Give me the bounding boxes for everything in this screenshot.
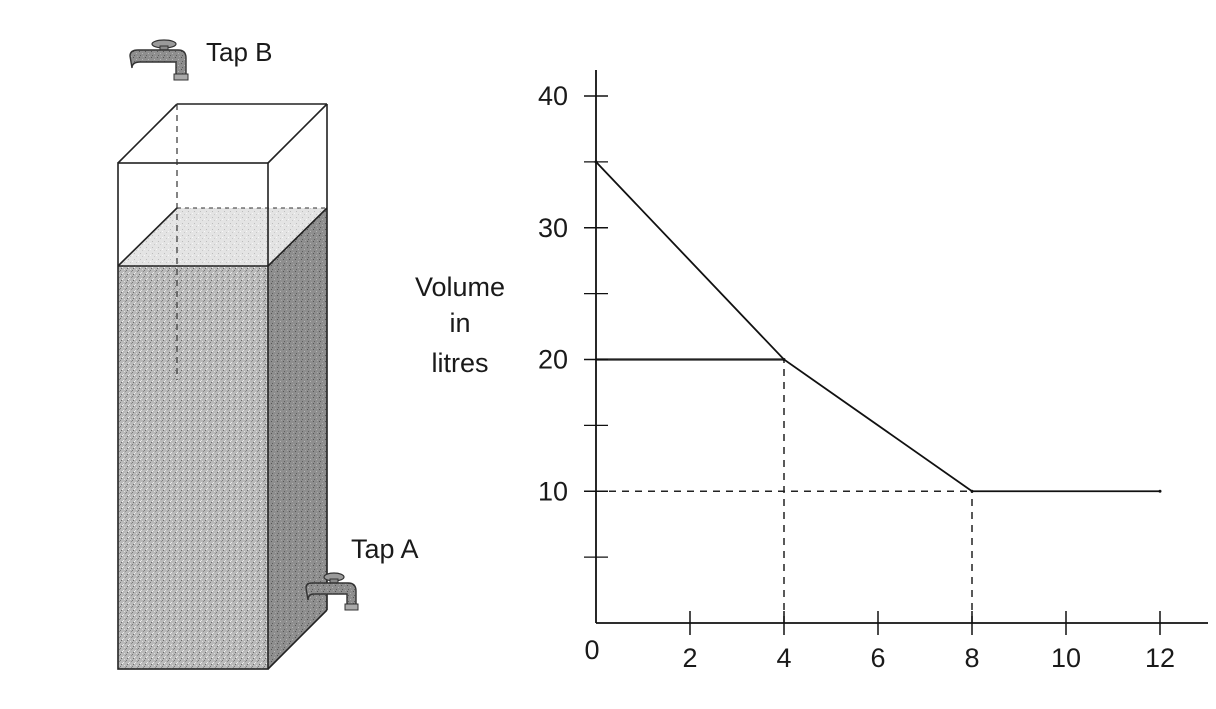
water-tank-illustration: Tap B Tap A — [117, 37, 419, 670]
tap-b-label: Tap B — [206, 37, 273, 67]
guide-lines — [596, 358, 973, 623]
volume-time-chart: 10 20 30 40 2 4 6 8 10 12 0 Volume in litres — [415, 70, 1208, 673]
water-front-face — [118, 266, 268, 669]
y-tick-label-20: 20 — [538, 345, 568, 375]
x-tick-label-12: 12 — [1145, 643, 1175, 673]
y-axis-title-line-3: litres — [431, 348, 488, 378]
y-tick-label-30: 30 — [538, 213, 568, 243]
tap-a-label: Tap A — [351, 534, 419, 564]
chart-tick-labels: 10 20 30 40 2 4 6 8 10 12 0 — [538, 81, 1175, 673]
tank-outline — [117, 103, 328, 670]
y-axis-title-line-2: in — [449, 308, 470, 338]
x-tick-label-10: 10 — [1051, 643, 1081, 673]
y-axis-title-line-1: Volume — [415, 272, 505, 302]
y-tick-label-40: 40 — [538, 81, 568, 111]
y-tick-label-10: 10 — [538, 476, 568, 506]
x-tick-label-4: 4 — [776, 643, 791, 673]
tap-b-icon — [129, 39, 189, 81]
tap-a-icon — [305, 572, 359, 611]
data-point-3 — [1158, 489, 1162, 493]
chart-series — [594, 160, 1162, 493]
chart-axes — [595, 70, 1208, 624]
x-tick-label-2: 2 — [682, 643, 697, 673]
y-axis-title: Volume in litres — [415, 272, 505, 378]
series-line-0 — [595, 161, 1160, 493]
data-point-2 — [970, 489, 974, 493]
chart-ticks — [584, 95, 1161, 635]
origin-label: 0 — [584, 635, 599, 665]
x-tick-label-6: 6 — [870, 643, 885, 673]
data-point-0 — [594, 160, 598, 164]
x-tick-label-8: 8 — [964, 643, 979, 673]
water-surface — [118, 208, 327, 266]
data-point-1 — [782, 358, 786, 361]
water-side-face — [268, 208, 327, 669]
